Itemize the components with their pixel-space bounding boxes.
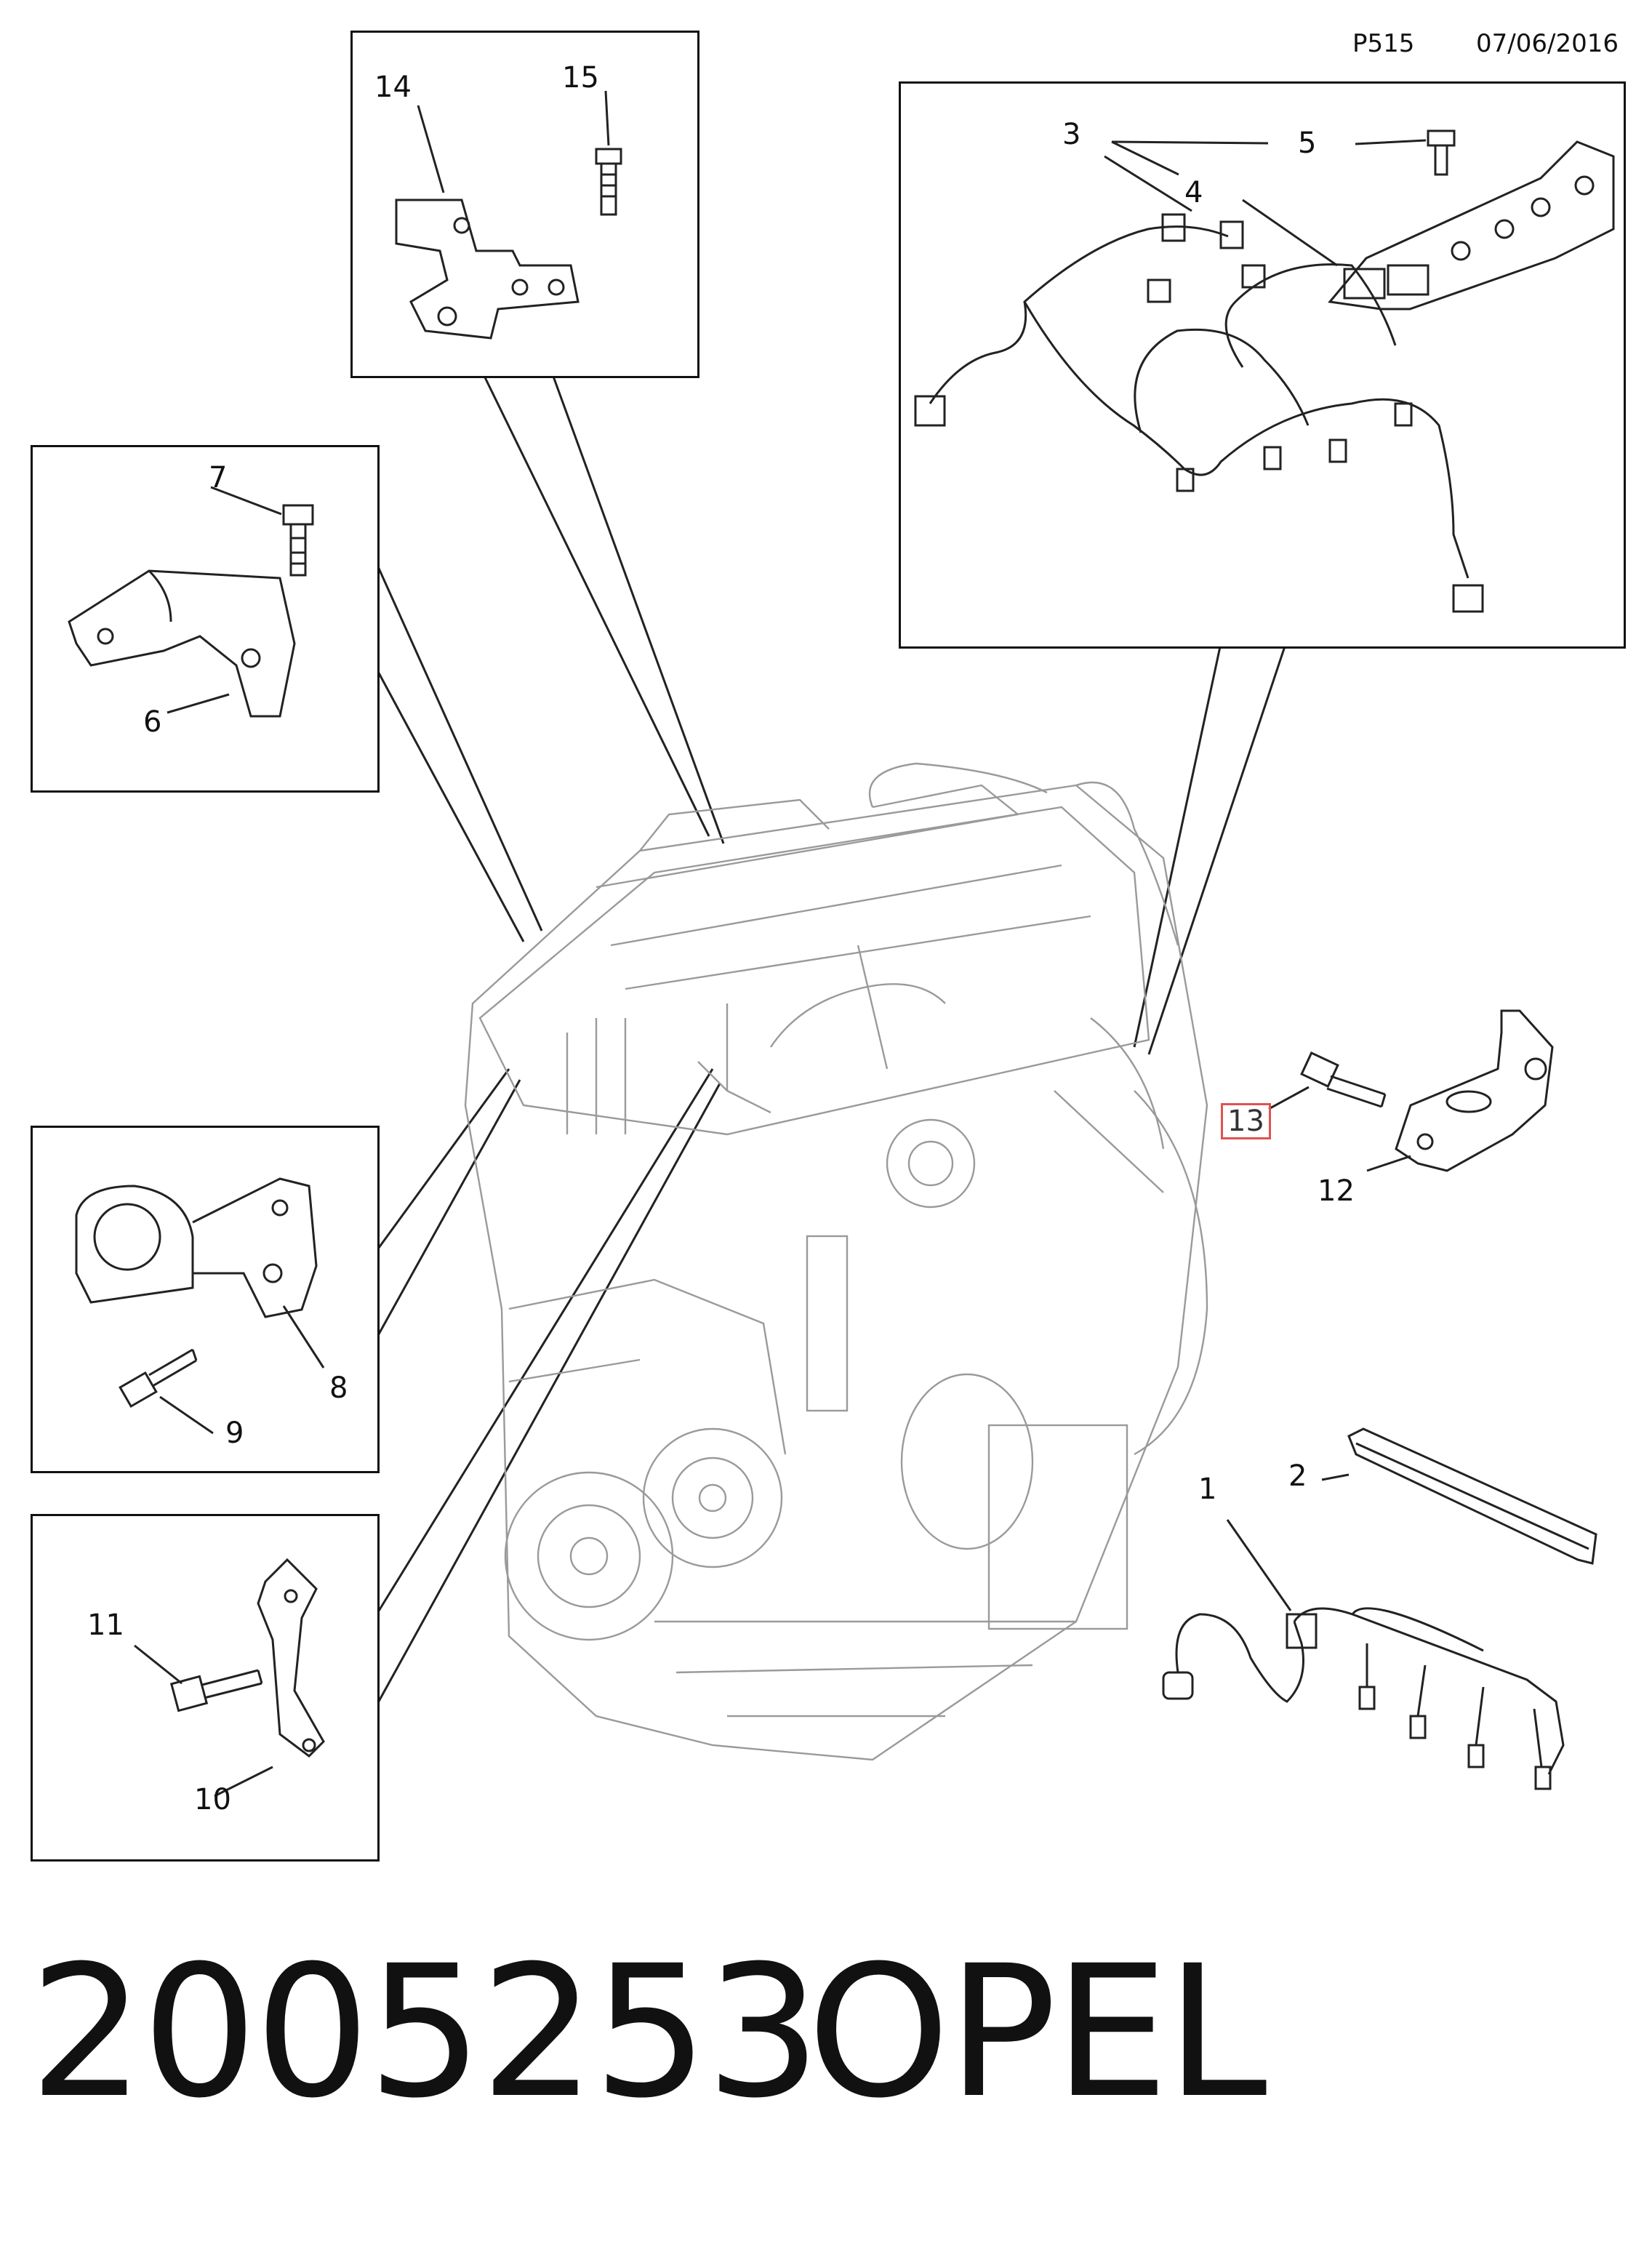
callout-9: 9 (225, 1416, 244, 1450)
detail-box-10-11: 10 11 (31, 1514, 380, 1862)
callout-6: 6 (143, 705, 162, 739)
bracket-14-drawing (395, 105, 580, 340)
detail-box-6-7: 6 7 (31, 445, 380, 793)
diagram-date: 07/06/2016 (1476, 29, 1619, 58)
callout-13: 13 (1221, 1103, 1271, 1139)
callout-11: 11 (87, 1608, 124, 1642)
callout-3: 3 (1062, 118, 1081, 151)
bolt-9-drawing (119, 1348, 214, 1435)
brand-name: OPEL (807, 1926, 1267, 2138)
bracket-6-drawing (68, 569, 296, 718)
bolt-11-drawing (134, 1644, 263, 1712)
leader-3-to-5 (1111, 140, 1269, 176)
callout-14: 14 (374, 71, 412, 104)
callout-4: 4 (1184, 176, 1203, 209)
callout-10: 10 (194, 1783, 231, 1816)
callout-15: 15 (562, 61, 599, 95)
detail-box-8-9: 8 9 (31, 1126, 380, 1473)
part-number: 2005253 (29, 1926, 821, 2138)
callout-2: 2 (1288, 1459, 1307, 1493)
detail-box-14-15: 14 15 (350, 31, 699, 378)
wiring-harness-3-drawing (914, 155, 1484, 613)
clip-8-drawing (75, 1177, 325, 1369)
callout-12: 12 (1318, 1174, 1355, 1208)
callout-8: 8 (329, 1371, 348, 1405)
bolt-15-drawing (595, 90, 622, 216)
detail-box-3-4-5: 3 4 5 (899, 81, 1626, 649)
callout-1: 1 (1198, 1472, 1217, 1506)
bracket-10-drawing (214, 1558, 325, 1798)
diagram-code: P515 (1352, 29, 1415, 58)
bolt-7-drawing (210, 486, 314, 577)
fuel-rail-4-drawing (1242, 140, 1615, 310)
callout-5: 5 (1298, 127, 1317, 160)
bolt-5-drawing (1355, 129, 1456, 176)
callout-7: 7 (209, 461, 228, 494)
